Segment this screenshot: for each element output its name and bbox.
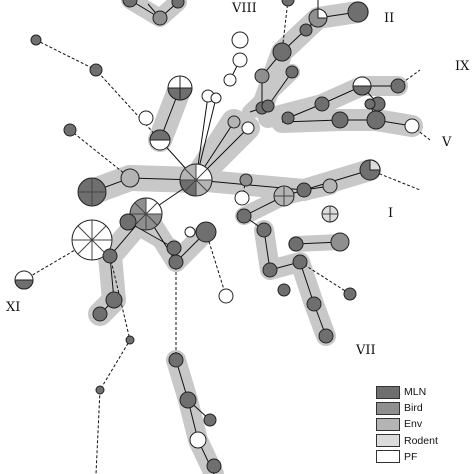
legend-label: Env: [404, 418, 423, 431]
cluster-shading: [79, 0, 423, 474]
legend-swatch: [376, 385, 400, 399]
cluster-label-ii: II: [384, 11, 395, 26]
legend-item-env: Env: [376, 416, 472, 432]
legend-swatch: [376, 450, 400, 464]
legend-item-rodent: Rodent: [376, 433, 472, 449]
cluster-label-ix: IX: [455, 59, 470, 74]
legend-label: MLN: [404, 386, 427, 399]
legend: MLN Bird Env Rodent PF: [376, 384, 472, 465]
legend-swatch: [376, 401, 400, 415]
legend-swatch: [376, 434, 400, 448]
cluster-label-vii: VII: [356, 343, 376, 358]
nodes: [14, 0, 420, 474]
cluster-label-viii: VIII: [232, 1, 257, 16]
legend-item-mln: MLN: [376, 384, 472, 400]
legend-label: Rodent: [404, 434, 438, 447]
cluster-label-xi: XI: [6, 300, 21, 315]
legend-label: Bird: [404, 402, 423, 415]
cluster-label-i: I: [388, 206, 394, 221]
legend-item-pf: PF: [376, 449, 472, 465]
legend-swatch: [376, 417, 400, 431]
legend-label: PF: [404, 450, 418, 463]
legend-item-bird: Bird: [376, 400, 472, 416]
cluster-label-v: V: [442, 135, 452, 150]
